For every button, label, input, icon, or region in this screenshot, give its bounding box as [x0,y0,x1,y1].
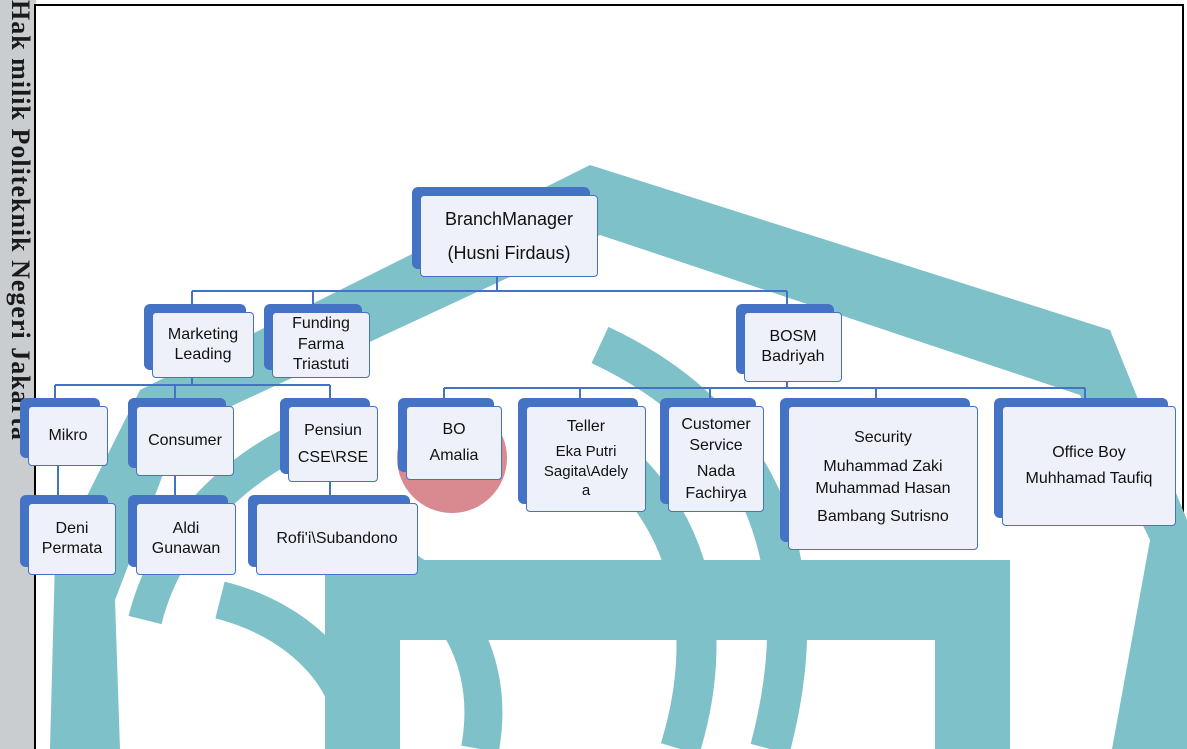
node-mikro: Mikro [20,398,108,466]
node-bo: BO Amalia [398,398,502,480]
node-mikro-staff: Deni Permata [20,495,116,575]
bosm-name: Badriyah [761,348,825,365]
node-teller: Teller Eka Putri Sagita\Adely a [518,398,646,512]
marketing-line1: Marketing [167,325,239,343]
cs-line1: Customer [681,415,751,433]
teller-title: Teller [566,418,606,436]
node-funding: Funding Farma Triastuti [264,304,370,378]
pensiun-staff-name: Rofi'i\Subandono [276,529,398,547]
node-consumer: Consumer [128,398,234,476]
node-pensiun-staff: Rofi'i\Subandono [248,495,418,575]
teller-line2: Sagita\Adely [543,462,629,480]
mikro-title: Mikro [48,426,88,444]
cs-line2: Service [689,437,743,455]
node-pensiun: Pensiun CSE\RSE [280,398,378,482]
bo-name: Amalia [429,447,479,464]
side-watermark-text: Hak milik Politeknik Negeri Jakarta [6,0,35,441]
node-bosm: BOSM Badriyah [736,304,842,382]
cs-line3: Nada [696,463,736,480]
watermark-center-block [325,560,1010,749]
pensiun-line1: Pensiun [304,421,362,439]
bo-title: BO [442,421,466,439]
node-consumer-staff: Aldi Gunawan [128,495,236,575]
pensiun-line2: CSE\RSE [297,449,369,466]
security-name2: Muhammad Hasan [815,480,951,497]
node-marketing-leading: Marketing Leading [144,304,254,378]
node-customer-service: Customer Service Nada Fachirya [660,398,764,512]
side-watermark-strip: Hak milik Politeknik Negeri Jakarta [0,0,36,749]
mikro-staff-line1: Deni [55,519,89,537]
consumer-staff-line2: Gunawan [151,540,221,557]
funding-line1: Funding [292,315,350,333]
figure-frame [34,4,1184,749]
branch-manager-title: BranchManager [444,208,574,229]
node-security: Security Muhammad Zaki Muhammad Hasan Ba… [780,398,978,550]
security-name3: Bambang Sutrisno [817,508,949,526]
node-office-boy: Office Boy Muhhamad Taufiq [994,398,1176,526]
office-boy-name: Muhhamad Taufiq [1025,470,1153,487]
security-name1: Muhammad Zaki [823,457,943,475]
cs-line4: Fachirya [685,484,747,502]
node-branch-manager: BranchManager (Husni Firdaus) [412,187,598,277]
consumer-title: Consumer [148,431,222,449]
funding-line2: Farma [297,335,345,353]
bosm-title: BOSM [769,327,817,345]
marketing-line2: Leading [174,346,232,363]
branch-manager-name: (Husni Firdaus) [447,243,571,263]
teller-line1: Eka Putri [555,443,617,461]
security-title: Security [854,429,912,447]
mikro-staff-line2: Permata [41,540,103,557]
teller-line3: a [581,482,591,500]
funding-line3: Triastuti [292,356,350,374]
consumer-staff-line1: Aldi [172,519,200,537]
office-boy-title: Office Boy [1052,444,1126,462]
